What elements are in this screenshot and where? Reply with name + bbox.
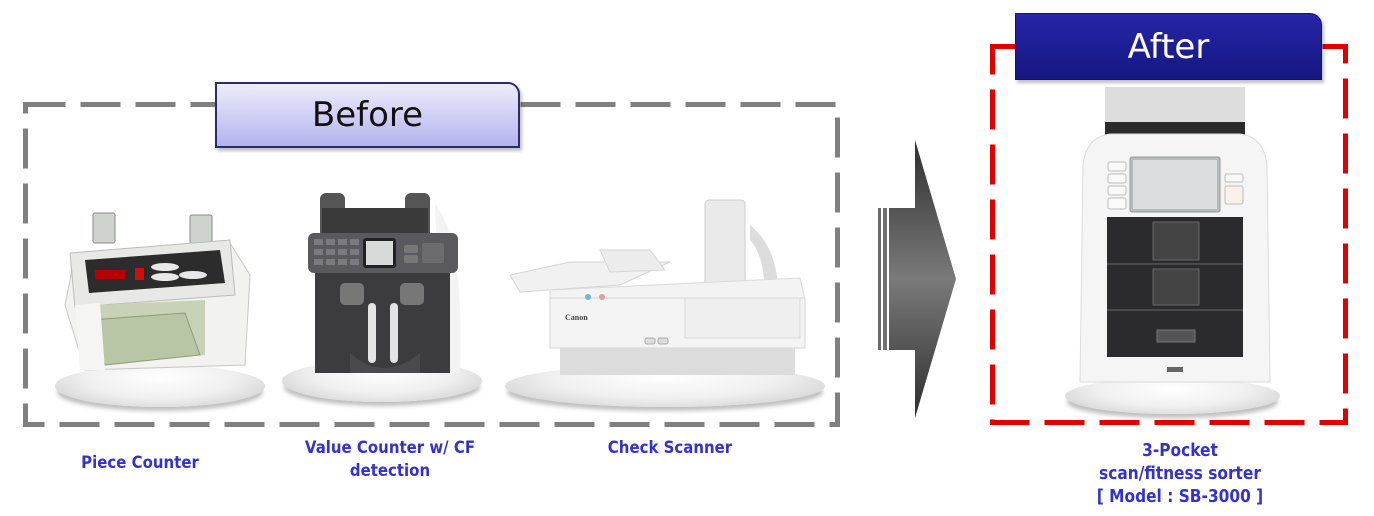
after-title: After [1127, 26, 1210, 67]
brand-text: Canon [565, 313, 588, 322]
check-scanner-icon: Canon [510, 199, 806, 375]
value-counter-icon [308, 193, 461, 373]
before-title: Before [311, 95, 424, 135]
before-title-tab: Before [215, 82, 520, 148]
pedestal [1065, 378, 1280, 414]
arrow-right-icon [878, 140, 956, 418]
banknote-sorter-icon [1079, 87, 1271, 383]
product-label-sorter: 3-Pocket scan/fitness sorter [ Model : S… [1096, 441, 1264, 507]
product-label-value-counter: Value Counter w/ CF detection [304, 438, 476, 481]
pedestal [55, 365, 265, 407]
product-label-piece-counter: Piece Counter [81, 453, 199, 473]
after-title-tab: After [1015, 13, 1322, 80]
product-label-check-scanner: Check Scanner [607, 438, 733, 458]
banknote-counter-icon [64, 212, 251, 371]
